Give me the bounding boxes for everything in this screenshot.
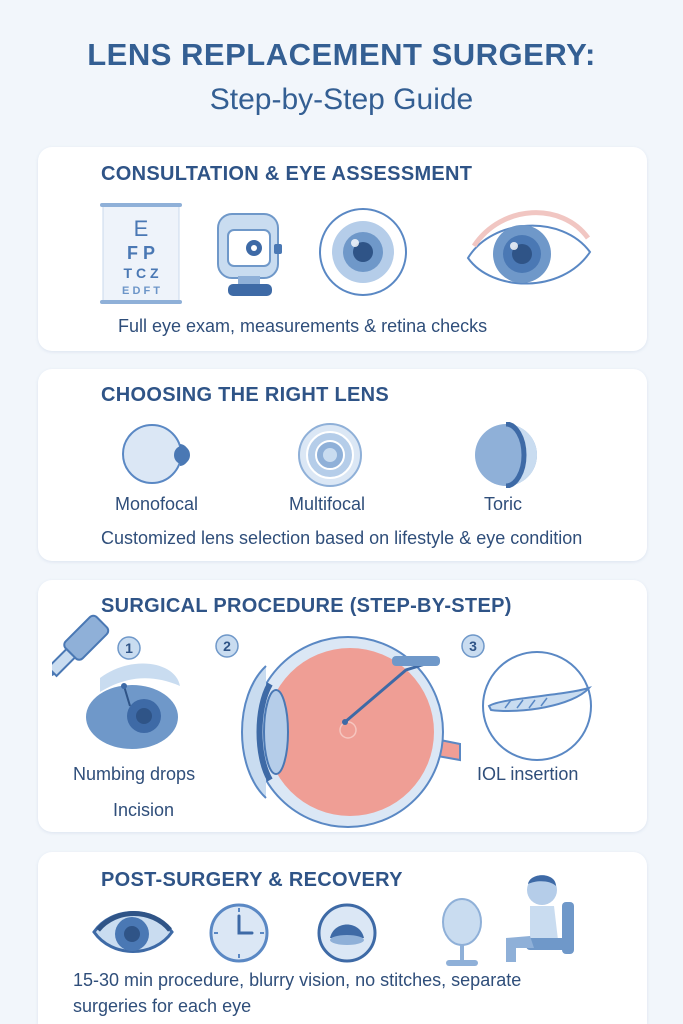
step-badge-3: 3 [461,634,485,658]
recovery-caption-line-2: surgeries for each eye [73,996,252,1016]
toric-lens-icon [475,422,537,488]
lens-choice-title: CHOOSING THE RIGHT LENS [101,384,390,406]
multifocal-lens-icon [298,423,362,487]
iol-insertion-icon [482,651,593,761]
consultation-caption: Full eye exam, measurements & retina che… [118,316,488,336]
main-title: LENS REPLACEMENT SURGERY: [87,37,596,72]
seated-person-icon [506,875,574,962]
eye-icon [466,210,592,285]
eye-drops-icon [52,614,180,749]
consultation-title: CONSULTATION & EYE ASSESSMENT [101,163,473,185]
clock-icon [209,903,269,963]
lens-label-multifocal: Multifocal [289,494,366,514]
eye-chart-icon: E F P T C Z E D F T [100,203,182,304]
svg-text:2: 2 [223,638,231,654]
step-label-iol: IOL insertion [477,764,579,784]
eye-shield-icon [317,903,377,963]
lens-choice-caption: Customized lens selection based on lifes… [101,528,583,548]
recovery-title: POST-SURGERY & RECOVERY [101,869,403,891]
iris-icon [319,208,407,296]
svg-text:1: 1 [125,640,133,656]
eye-icon [92,911,174,953]
lens-label-toric: Toric [484,494,523,514]
step-badge-1: 1 [117,636,141,660]
step-label-numbing: Numbing drops [73,764,196,784]
svg-text:3: 3 [469,638,477,654]
monofocal-lens-icon [122,424,190,484]
chart-row-2: F P [127,243,155,263]
step-badge-2: 2 [215,634,239,658]
recovery-caption-line-1: 15-30 min procedure, blurry vision, no s… [73,970,522,990]
eye-cross-section-icon [241,636,461,828]
procedure-title: SURGICAL PROCEDURE (STEP-BY-STEP) [101,595,512,617]
eye-scanner-icon [217,213,282,296]
mirror-icon [442,898,482,966]
page-title: LENS REPLACEMENT SURGERY: Step-by-Step G… [0,36,683,122]
step-label-incision: Incision [113,800,175,820]
chart-row-1: E [134,216,149,241]
chart-row-3: T C Z [124,265,159,281]
subtitle: Step-by-Step Guide [209,83,474,116]
chart-row-4: E D F T [122,285,160,297]
lens-label-monofocal: Monofocal [115,494,199,514]
